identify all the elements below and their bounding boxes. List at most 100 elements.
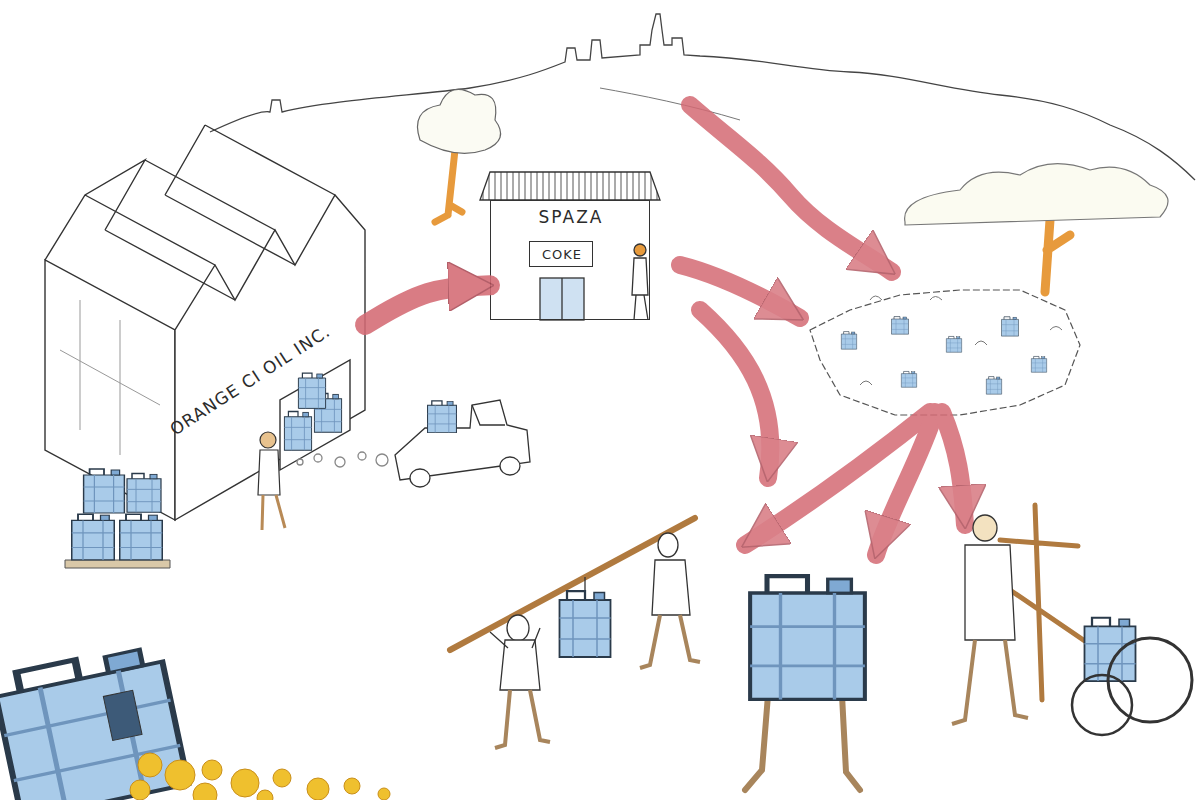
spilling-container <box>165 760 195 790</box>
carriers-figure <box>560 591 611 657</box>
pickup-truck <box>297 400 530 487</box>
pickup-truck <box>314 454 322 462</box>
jerrycan-stack <box>65 469 170 568</box>
carriers-figure <box>584 577 585 590</box>
walking-container <box>745 695 860 790</box>
factory-sketch <box>280 360 350 470</box>
pickup-truck <box>472 405 505 425</box>
walking-container <box>750 576 865 699</box>
carriers-figure <box>640 615 700 668</box>
carriers-figure <box>495 690 550 748</box>
tree-left <box>418 89 501 153</box>
carriers-figure <box>658 533 678 557</box>
container-heap <box>1031 356 1046 372</box>
shop-sketch <box>634 244 646 256</box>
pickup-truck <box>395 400 530 480</box>
pickup-truck <box>376 454 388 466</box>
jerrycan-stack <box>84 469 125 513</box>
container-heap <box>901 371 916 387</box>
skyline <box>210 14 1195 180</box>
walking-container <box>745 576 865 790</box>
jerrycans-in-factory <box>298 373 325 408</box>
tree-right <box>905 164 1168 225</box>
container-heap <box>841 332 856 350</box>
spilling-container <box>378 788 390 800</box>
pickup-truck <box>358 452 366 460</box>
worker-figure <box>260 432 276 448</box>
coke-sign: COKE <box>529 241 593 267</box>
worker-figure <box>262 495 285 530</box>
pickup-truck <box>297 459 303 465</box>
spilling-container <box>193 783 217 800</box>
jerrycans-in-factory <box>284 412 311 451</box>
flow-arrow <box>680 105 965 555</box>
factory-sketch <box>45 125 335 300</box>
container-heap <box>1002 317 1019 336</box>
shop-sketch <box>480 172 660 320</box>
tree-left <box>418 89 501 222</box>
jerrycan-stack <box>120 514 163 560</box>
flow-arrow <box>876 412 935 555</box>
carriers-figure <box>450 518 700 748</box>
cart-figure <box>952 640 1028 724</box>
spilling-container <box>231 769 259 797</box>
shop-name: SPAZA <box>539 207 604 227</box>
shop-sketch <box>480 172 660 200</box>
flow-arrow <box>365 285 490 325</box>
container-heap <box>810 290 1080 415</box>
factory-sign-text: ORANGE CI OIL INC. <box>166 321 334 439</box>
pickup-truck <box>410 469 430 487</box>
pickup-truck <box>500 457 520 475</box>
pickup-truck <box>335 457 345 467</box>
cart-figure <box>1072 675 1132 735</box>
spilling-container <box>130 780 150 800</box>
jerrycan-stack <box>72 514 115 560</box>
container-heap <box>946 336 961 352</box>
spilling-container <box>344 778 360 794</box>
sign-text: COKE <box>542 247 582 262</box>
spilling-container <box>138 753 162 777</box>
skyline <box>210 14 1195 180</box>
worker-figure <box>258 450 280 495</box>
factory-sketch <box>45 260 175 520</box>
container-heap <box>860 296 1062 385</box>
cart-figure <box>952 505 1192 735</box>
jerrycans-in-factory <box>284 373 341 450</box>
carriers-figure <box>490 628 540 648</box>
container-heap <box>892 317 909 335</box>
spilling-container <box>0 642 188 800</box>
tree-right <box>1045 220 1070 292</box>
skyline <box>600 88 740 120</box>
shop-sketch <box>632 258 648 295</box>
factory-sketch <box>45 125 365 520</box>
spilling-container <box>307 778 329 800</box>
tree-left <box>435 150 462 222</box>
carriers-figure <box>500 640 540 690</box>
flow-arrow <box>700 310 770 478</box>
shop-sketch <box>634 295 648 320</box>
container-heap <box>810 290 1080 415</box>
spilling-container <box>130 753 390 800</box>
cart-figure <box>965 545 1015 640</box>
tree-right <box>905 164 1168 292</box>
factory-sketch <box>60 300 160 455</box>
factory-building: ORANGE CI OIL INC. <box>175 190 365 520</box>
container-heap <box>986 377 1001 395</box>
spilling-container <box>0 642 390 800</box>
carriers-figure <box>652 560 690 615</box>
cart-figure <box>973 515 997 541</box>
jerrycan-stack <box>65 560 170 568</box>
shop-sketch <box>540 278 584 320</box>
pickup-truck <box>428 401 457 433</box>
spilling-container <box>257 790 273 800</box>
flow-arrow <box>690 105 892 272</box>
carriers-figure <box>507 615 529 641</box>
flow-arrow <box>942 412 965 525</box>
worker-figure <box>258 432 285 530</box>
spilling-container <box>202 760 222 780</box>
spilling-container <box>273 769 291 787</box>
spilling-container <box>103 690 142 740</box>
